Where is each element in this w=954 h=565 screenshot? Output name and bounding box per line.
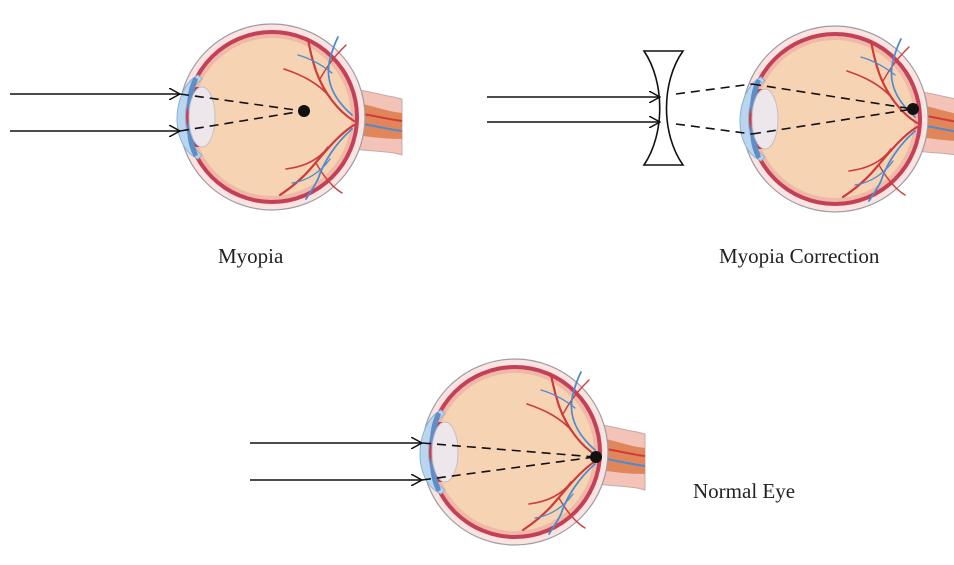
normal-eye-caption: Normal Eye [693,479,795,504]
myopia-focal-point-icon [298,105,310,117]
correction-diverged-ray-top [676,84,752,94]
myopia-eye-icon [177,24,402,210]
normal-eye-panel [250,359,645,545]
normal-focal-point-icon [590,451,602,463]
correction-focal-point-icon [907,103,919,115]
concave-lens-icon [644,51,683,165]
myopia-caption: Myopia [218,244,283,269]
myopia-correction-caption: Myopia Correction [719,244,879,269]
myopia-panel [10,24,402,210]
myopia-correction-panel [487,26,954,212]
